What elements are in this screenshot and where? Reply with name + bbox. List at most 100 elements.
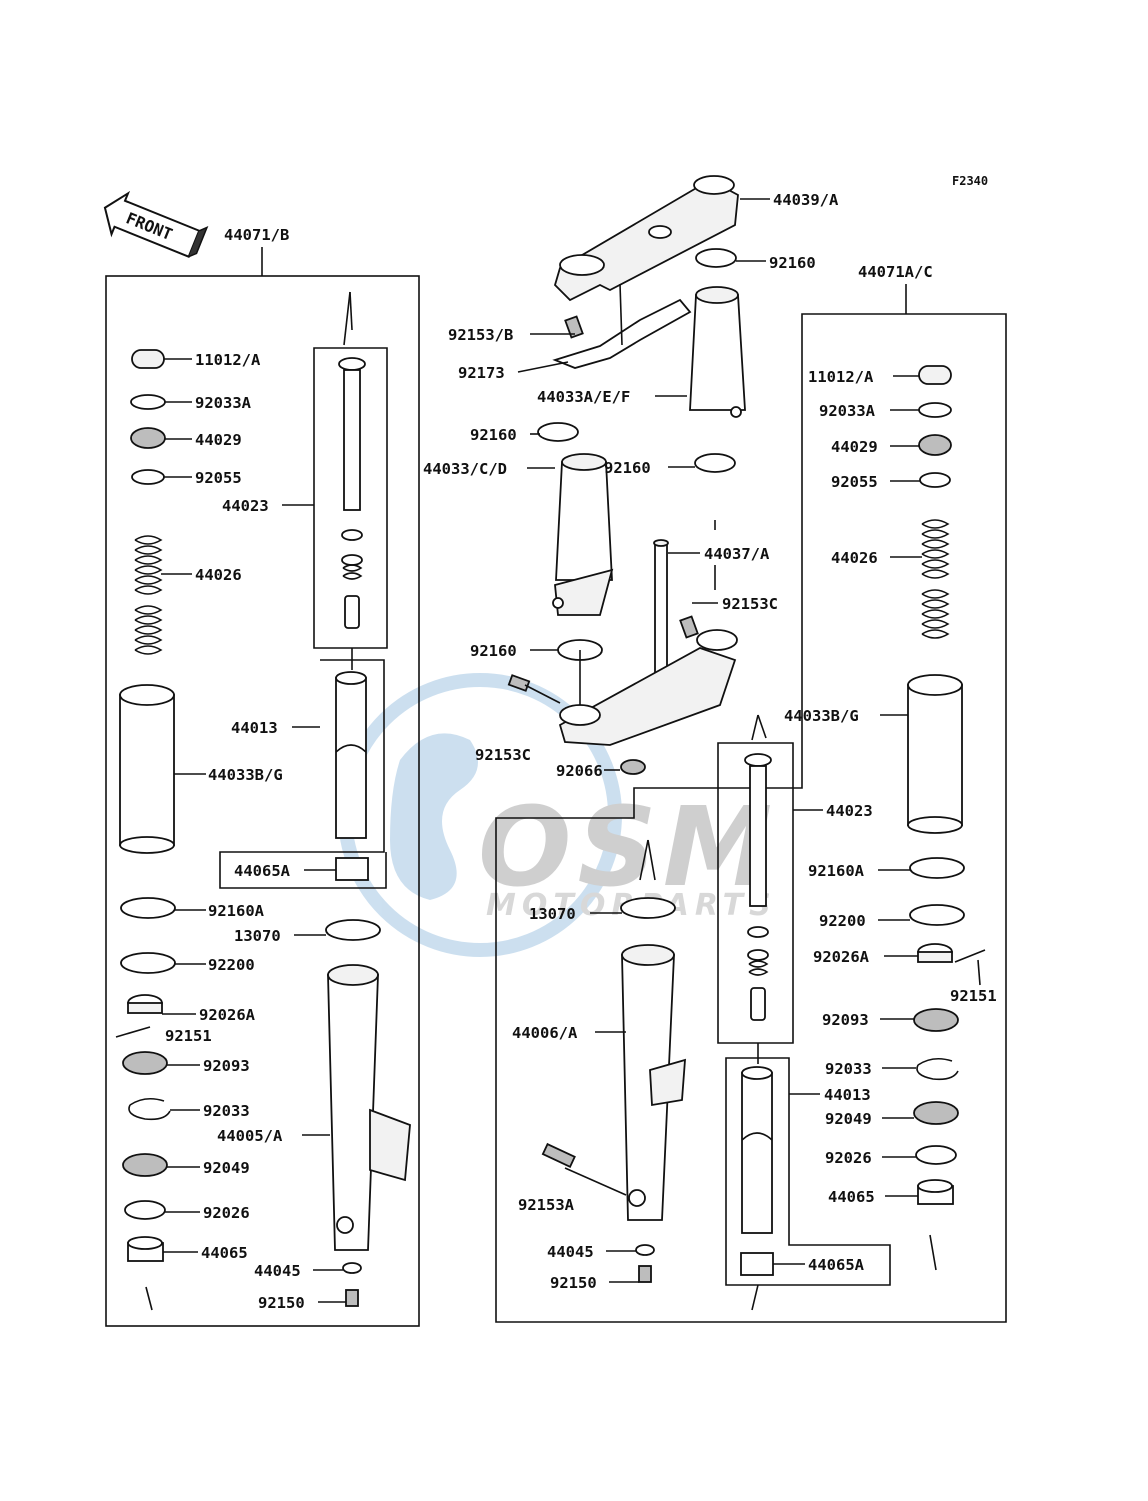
bolt-upper-icon (564, 315, 584, 339)
cover-left-icon (552, 453, 614, 616)
fork-spring-icon (134, 535, 163, 655)
bolt-lower-icon (679, 615, 699, 639)
washer-icon (120, 952, 176, 974)
label-13070-right: 13070 (529, 905, 576, 923)
o-ring-small-right-icon (919, 472, 951, 488)
dust-seal-icon (120, 897, 176, 919)
watermark-brand: OSM (478, 783, 778, 911)
watermark: OSM MOTORPARTS (338, 673, 778, 957)
label-92153c-a: 92153C (722, 595, 778, 613)
label-92153c-b: 92153C (475, 746, 531, 764)
front-arrow-icon: FRONT (103, 190, 209, 259)
label-92026a-right: 92026A (813, 948, 870, 966)
slide-bushing-right-icon (740, 1252, 774, 1276)
label-44065a-left: 44065A (234, 862, 291, 880)
label-92160a-right: 92160A (808, 862, 865, 880)
label-13070-left: 13070 (234, 927, 281, 945)
inner-tube-right-icon (741, 1066, 773, 1234)
axle-bolt-icon (541, 1142, 576, 1168)
fork-tube-cover-right-icon (907, 674, 963, 834)
nut-icon (620, 759, 646, 775)
label-92026a-left: 92026A (199, 1006, 256, 1024)
group-left-box (105, 275, 420, 1327)
bushing-right-icon (917, 1179, 954, 1205)
label-92153a-right: 92153A (518, 1196, 575, 1214)
watermark-continents-icon (390, 733, 478, 900)
label-44045-left: 44045 (254, 1262, 301, 1280)
label-92151-right: 92151 (950, 987, 997, 1005)
label-92026-right: 92026 (825, 1149, 872, 1167)
cap-bolt-icon (131, 349, 165, 369)
label-92150-right: 92150 (550, 1274, 597, 1292)
label-44033bg-left: 44033B/G (208, 766, 283, 784)
label-44033cd: 44033/C/D (423, 460, 507, 478)
label-44037a: 44037/A (704, 545, 770, 563)
label-44065-left: 44065 (201, 1244, 248, 1262)
label-44033bg-right: 44033B/G (784, 707, 859, 725)
center-leaders (517, 198, 770, 771)
drain-bolt-right-icon (638, 1265, 652, 1283)
label-92093-left: 92093 (203, 1057, 250, 1075)
label-92160-mid2: 92160 (604, 459, 651, 477)
upper-bracket-icon (553, 175, 739, 302)
seal-ring-right-icon (913, 1101, 959, 1125)
label-92033a-left: 92033A (195, 394, 252, 412)
left-leaders (161, 358, 346, 1303)
label-44023-right: 44023 (826, 802, 873, 820)
clamp-icon (127, 994, 163, 1014)
label-92200-right: 92200 (819, 912, 866, 930)
right-leaders (564, 375, 981, 1283)
washer-tiny-icon (342, 1262, 362, 1274)
label-44013-right: 44013 (824, 1086, 871, 1104)
spring-seat-right-icon (918, 434, 952, 456)
dust-seal-right-icon (909, 857, 965, 879)
label-92160-low: 92160 (470, 642, 517, 660)
group-right-box (495, 313, 1007, 1323)
label-92026-left: 92026 (203, 1204, 250, 1222)
damper-rod-right-icon (744, 753, 772, 1021)
bearing-upper-icon (695, 248, 737, 268)
outer-tube-right-icon (621, 944, 686, 1221)
label-92160-mid: 92160 (470, 426, 517, 444)
label-44023-left: 44023 (222, 497, 269, 515)
label-92160-top: 92160 (769, 254, 816, 272)
washer-tiny-right-icon (635, 1244, 655, 1256)
label-44065-right: 44065 (828, 1188, 875, 1206)
label-92049-right: 92049 (825, 1110, 872, 1128)
label-44026-right: 44026 (831, 549, 878, 567)
label-92033-left: 92033 (203, 1102, 250, 1120)
circlip-icon (128, 1097, 171, 1121)
label-92153b: 92153/B (448, 326, 513, 344)
circlip-right-icon (916, 1057, 959, 1081)
washer-small-icon (124, 1200, 166, 1220)
o-ring-small-icon (131, 469, 165, 485)
label-44006a-right: 44006/A (512, 1024, 578, 1042)
guide-ring-icon (325, 919, 381, 941)
damper-rod-icon (338, 357, 366, 629)
clamp-right-icon (917, 943, 953, 963)
label-44065a-right: 44065A (808, 1256, 865, 1274)
label-44013-left: 44013 (231, 719, 278, 737)
oil-seal-right-icon (913, 1008, 959, 1032)
group-left-label: 44071/B (224, 226, 289, 244)
lower-bracket-icon (558, 629, 738, 746)
figure-code: F2340 (952, 174, 988, 188)
label-11012a-left: 11012/A (195, 351, 261, 369)
label-92049-left: 92049 (203, 1159, 250, 1177)
label-44029-left: 44029 (195, 431, 242, 449)
outer-tube-left-icon (327, 964, 411, 1251)
o-ring-icon (130, 394, 166, 410)
label-44039a: 44039/A (773, 191, 839, 209)
guide-ring-right-icon (620, 897, 676, 919)
group-right-label: 44071A/C (858, 263, 933, 281)
bearing-mid-left-icon (537, 422, 579, 442)
label-92150-left: 92150 (258, 1294, 305, 1312)
label-44026-left: 44026 (195, 566, 242, 584)
drain-bolt-icon (345, 1289, 359, 1307)
washer-right-icon (909, 904, 965, 926)
spring-seat-icon (130, 427, 166, 449)
washer-small-right-icon (915, 1145, 957, 1165)
o-ring-right-icon (918, 402, 952, 418)
cover-upper-right-icon (689, 286, 746, 418)
bushing-icon (127, 1236, 164, 1262)
